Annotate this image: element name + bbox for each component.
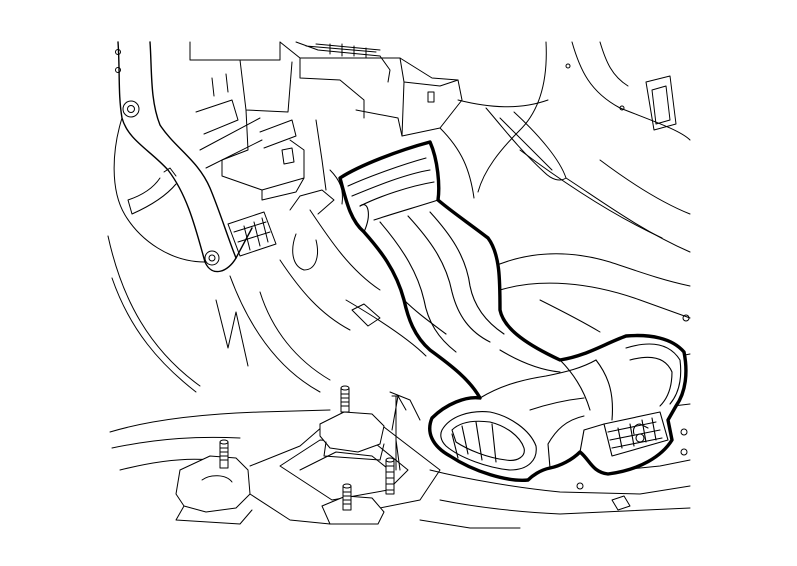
mounting-stud <box>219 385 395 511</box>
dash-crossmember <box>189 41 463 201</box>
leader-line <box>391 395 401 471</box>
floor-air-duct <box>338 140 688 482</box>
firewall-panel <box>439 41 691 333</box>
floor-pan <box>107 119 691 529</box>
seat-mount-brackets <box>175 395 441 525</box>
pedal-bracket-assembly <box>113 41 277 273</box>
